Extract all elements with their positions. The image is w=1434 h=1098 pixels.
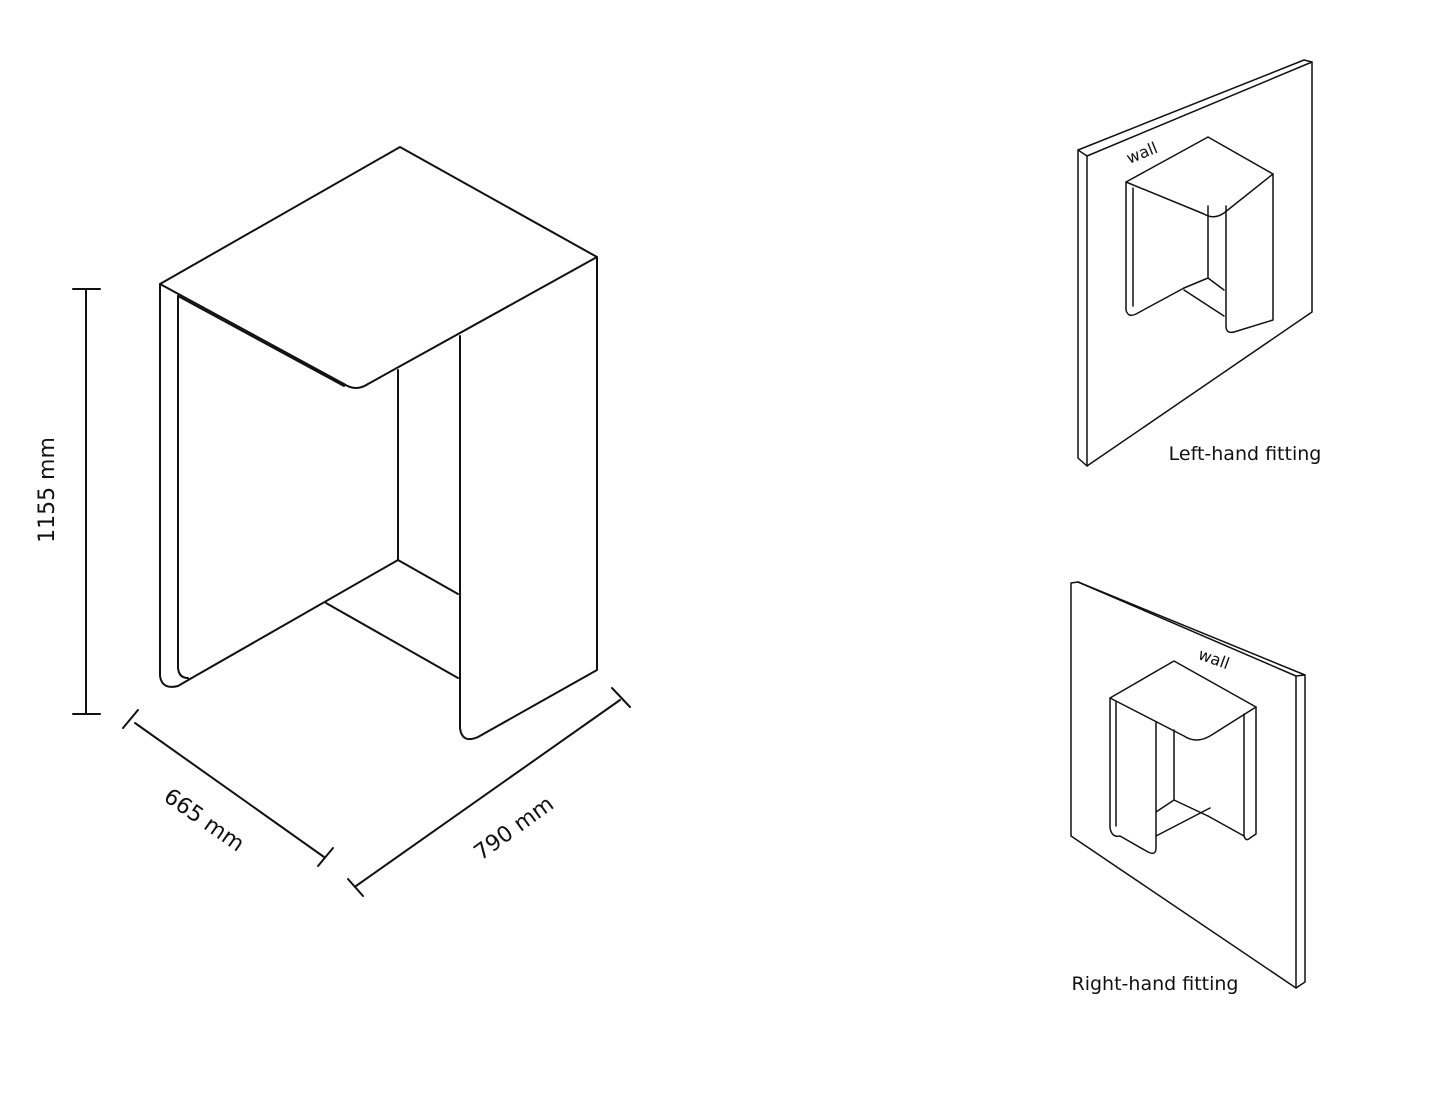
wall-slab: [1070, 581, 1306, 989]
unit-right-panel: [1225, 173, 1274, 334]
width-dimension: 790 mm: [347, 687, 631, 897]
right-hand-fitting-caption: Right-hand fitting: [1072, 973, 1239, 995]
unit-left-panel: [1125, 181, 1185, 317]
depth-dimension: 665 mm: [122, 709, 334, 867]
left-hand-wall-label: wall: [1124, 138, 1161, 168]
right-front-panel: [459, 256, 598, 741]
width-dimension-label: 790 mm: [470, 792, 559, 866]
unit-left-panel: [1109, 697, 1157, 855]
left-side-panel-inner: [177, 295, 189, 679]
wall-slab: [1077, 59, 1313, 467]
unit-right-panel: [1243, 706, 1257, 841]
back-panel-bottom: [189, 559, 459, 680]
unit-top: [1125, 136, 1274, 218]
main-product-view: [159, 146, 598, 741]
left-hand-fitting-view: wall Left-hand fitting: [1077, 59, 1322, 467]
left-hand-fitting-caption: Left-hand fitting: [1169, 443, 1322, 465]
left-side-panel: [159, 283, 191, 688]
top-panel: [159, 146, 598, 389]
unit-top: [1109, 660, 1257, 741]
height-dimension: 1155 mm: [35, 288, 101, 715]
height-dimension-label: 1155 mm: [35, 437, 60, 543]
back-panel: [177, 295, 345, 387]
right-hand-fitting-view: wall Right-hand fitting: [1070, 581, 1306, 995]
floor-edge: [325, 602, 459, 679]
right-hand-wall-label: wall: [1196, 644, 1232, 673]
